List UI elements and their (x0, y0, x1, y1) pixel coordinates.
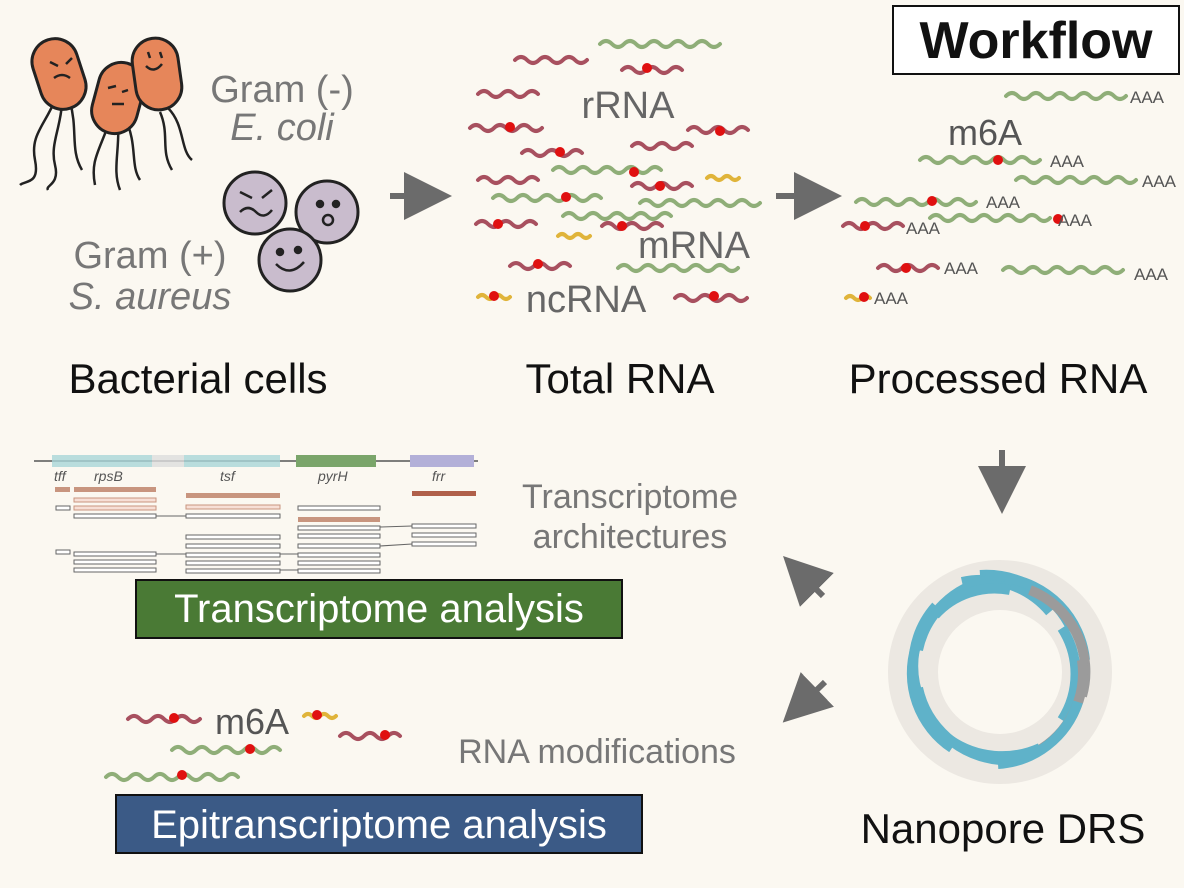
e-coli-label: E. coli (230, 107, 335, 149)
poly-a-tail: AAA (1134, 265, 1169, 284)
poly-a-tail: AAA (874, 289, 909, 308)
ncrna-label: ncRNA (526, 279, 647, 321)
arrow-nanopore-to-transcriptome (783, 556, 834, 607)
poly-a-tails: AAA AAA AAA AAA AAA AAA AAA AAA AAA (874, 88, 1177, 308)
gram-negative-label: Gram (-) (210, 69, 354, 111)
gene-label: pyrH (317, 468, 348, 484)
stage-processed-rna: Processed RNA (849, 355, 1148, 402)
poly-a-tail: AAA (906, 219, 941, 238)
epitranscriptome-rna-strands (104, 712, 402, 782)
processed-m6a-label: m6A (948, 112, 1022, 153)
gram-positive-bacteria-illustration (222, 170, 360, 293)
processed-rna-m6a-dots (859, 155, 1063, 302)
transcriptome-analysis-label: Transcriptome analysis (174, 587, 584, 631)
poly-a-tail: AAA (1142, 172, 1177, 191)
epitranscriptome-analysis-box: Epitranscriptome analysis (115, 794, 643, 854)
gene-label: rpsB (94, 468, 123, 484)
poly-a-tail: AAA (986, 193, 1021, 212)
flow-arrows (390, 172, 1026, 723)
transcriptome-analysis-box: Transcriptome analysis (135, 579, 623, 639)
arrow-nanopore-to-epitranscriptome (782, 672, 834, 723)
poly-a-tail: AAA (1130, 88, 1165, 107)
gram-negative-bacteria-illustration (19, 36, 193, 191)
workflow-title: Workflow (919, 12, 1153, 70)
workflow-title-box: Workflow (892, 5, 1180, 75)
mrna-label: mRNA (638, 225, 751, 267)
poly-a-tail: AAA (944, 259, 979, 278)
nanopore-illustration (888, 560, 1112, 784)
total-rna-m6a-dots (489, 63, 725, 301)
transcriptome-caption-line1: Transcriptome (522, 478, 738, 516)
poly-a-tail: AAA (1050, 152, 1085, 171)
transcriptome-caption-line2: architectures (533, 518, 728, 556)
rna-modifications-caption: RNA modifications (458, 733, 736, 771)
epitranscriptome-m6a-dots (169, 710, 390, 780)
s-aureus-label: S. aureus (69, 276, 232, 318)
poly-a-tail: AAA (1058, 211, 1093, 230)
stage-total-rna: Total RNA (525, 355, 714, 402)
gram-positive-label: Gram (+) (73, 235, 226, 277)
stage-bacterial-cells: Bacterial cells (68, 355, 327, 402)
gene-label: frr (432, 468, 447, 484)
gene-label: tff (54, 468, 68, 484)
gene-label: tsf (220, 468, 237, 484)
epitranscriptome-m6a-label: m6A (215, 701, 289, 742)
transcriptome-architecture-illustration: tff rpsB tsf pyrH frr (34, 455, 478, 574)
stage-nanopore-drs: Nanopore DRS (861, 805, 1146, 852)
epitranscriptome-analysis-label: Epitranscriptome analysis (151, 803, 607, 847)
rrna-label: rRNA (582, 85, 676, 127)
